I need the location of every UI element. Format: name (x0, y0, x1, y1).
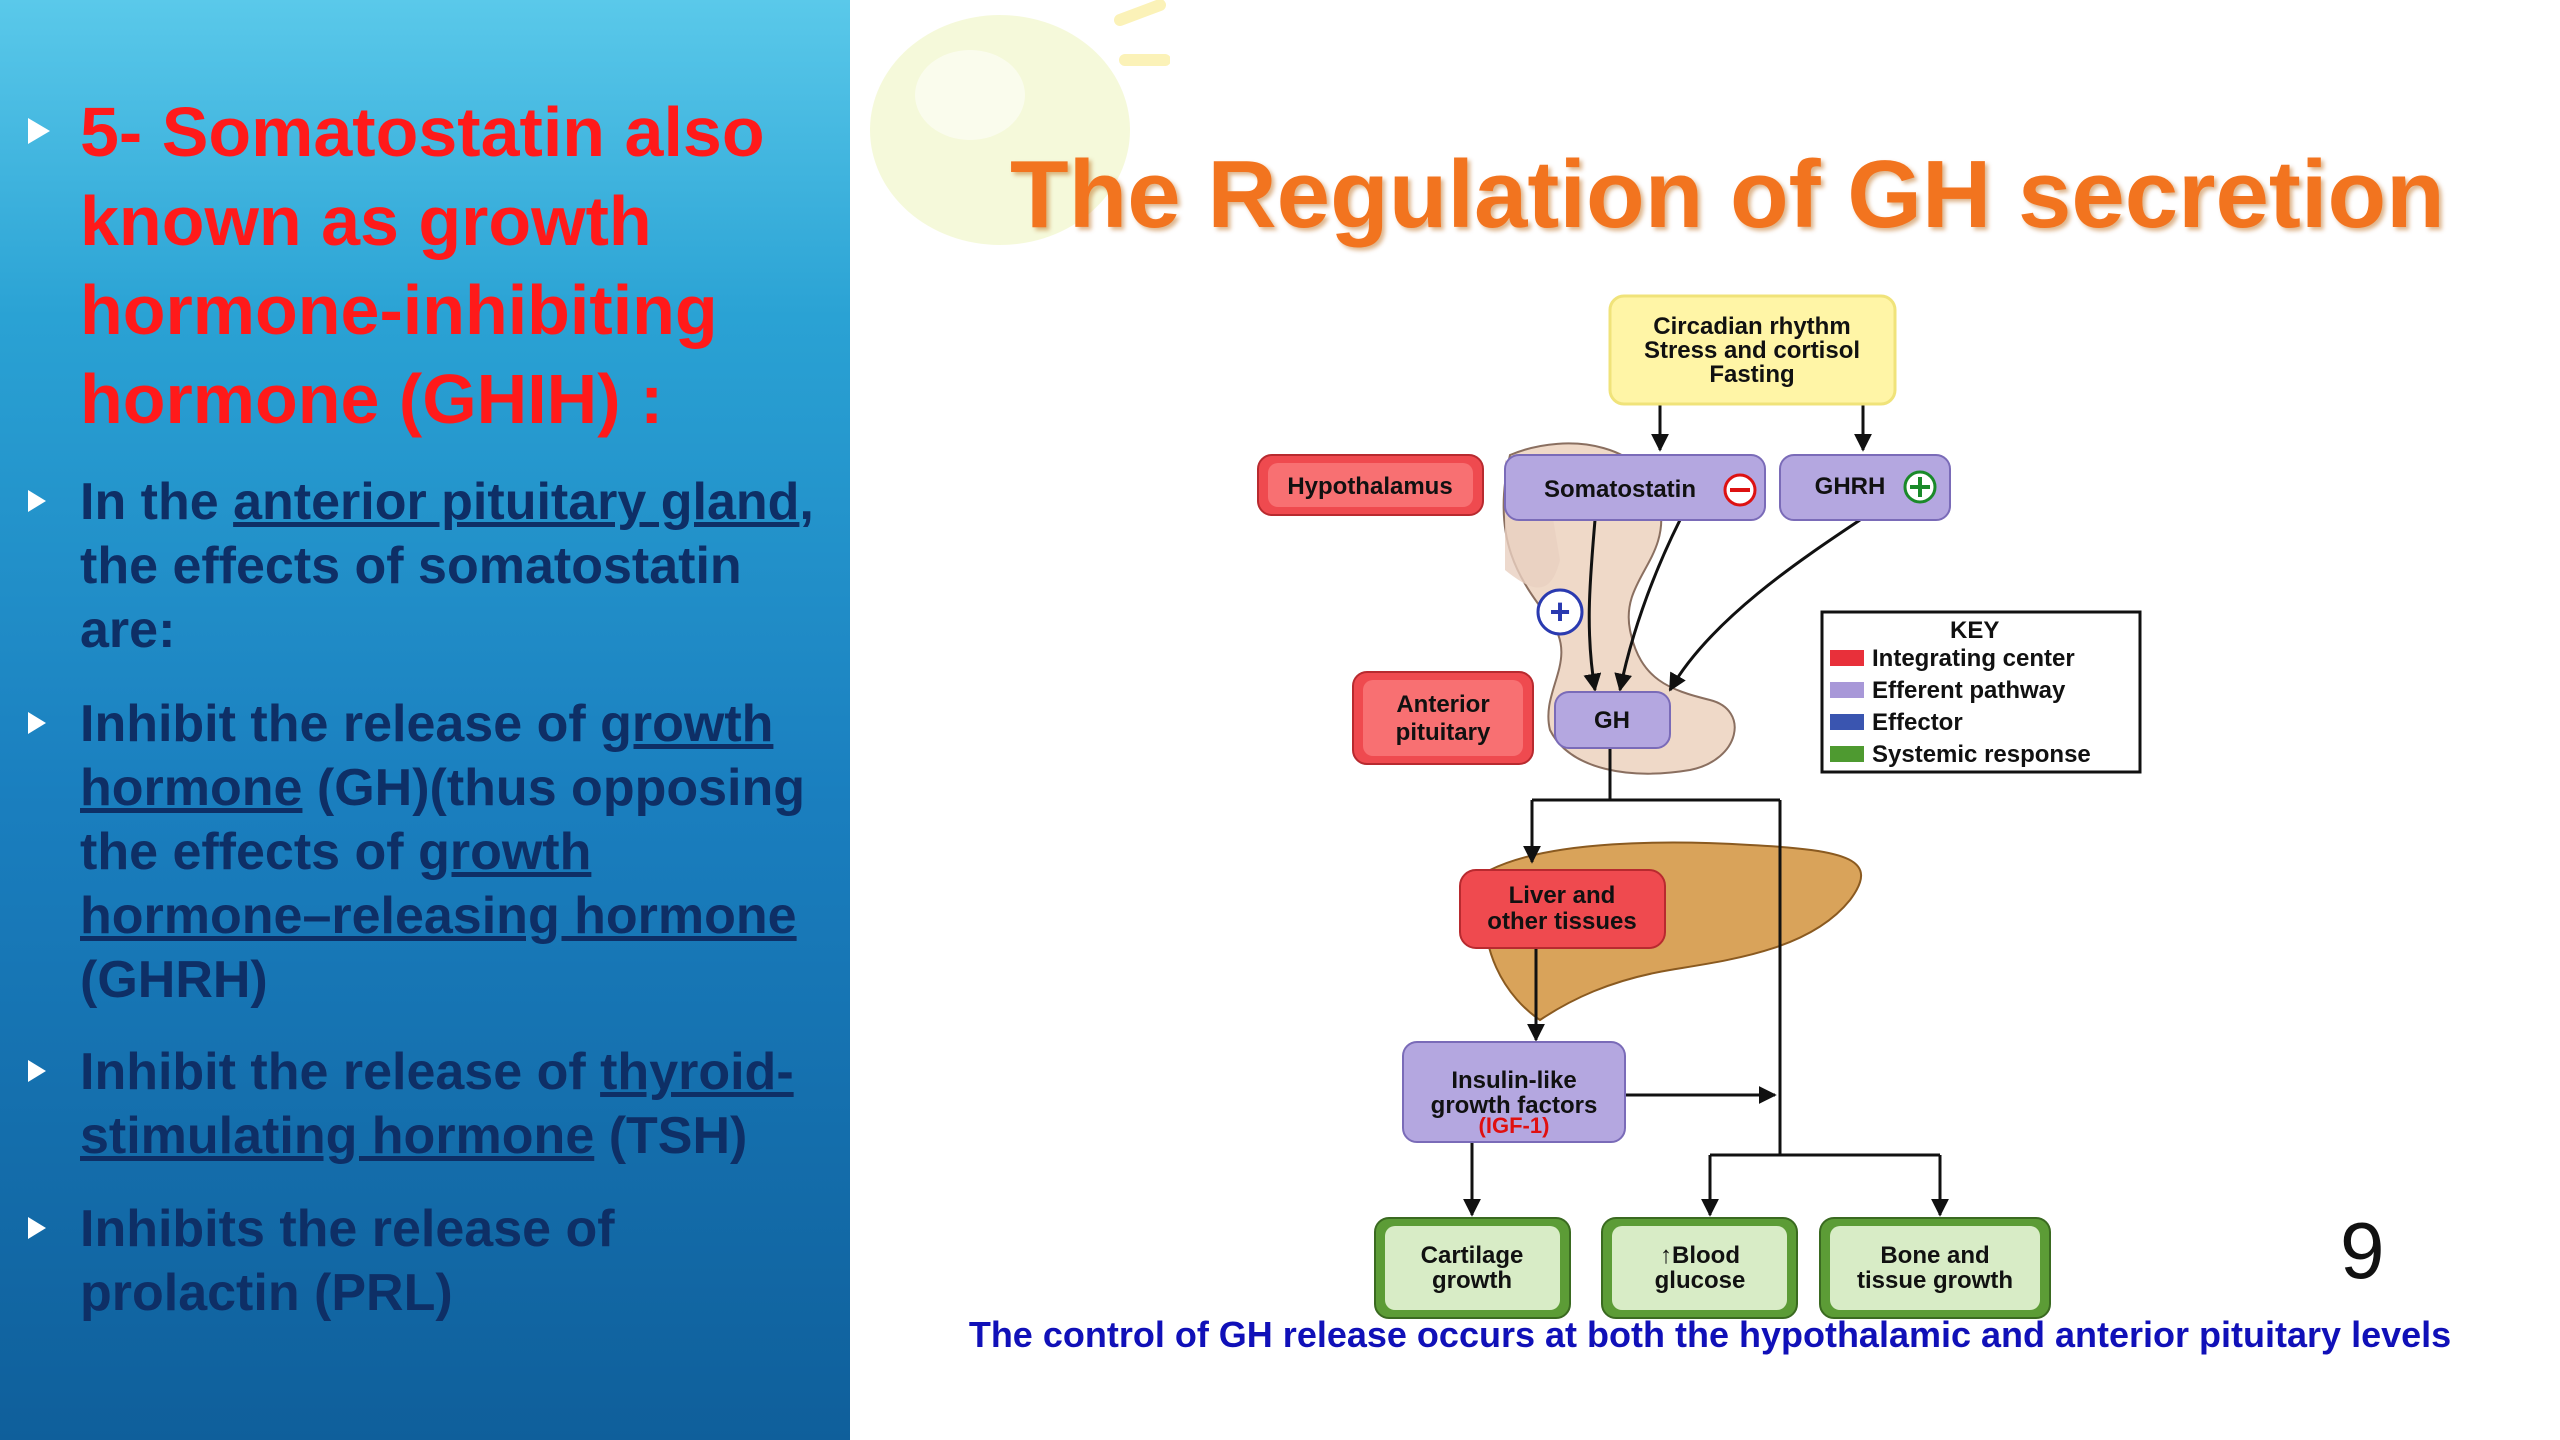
right-panel: The Regulation of GH secretion (850, 0, 2560, 1440)
link-growth-hormone[interactable]: growth hormone (80, 695, 774, 817)
stimulus-fasting: Fasting (1709, 361, 1794, 388)
bullet-anterior-pituitary: In the anterior pituitary gland, the eff… (28, 470, 848, 662)
somatostatin-box: Somatostatin (1504, 454, 1766, 521)
bullet-arrow-icon (28, 1217, 46, 1239)
heading-text: 5- Somatostatin also known as growth hor… (80, 93, 765, 438)
igf-label-line2: growth factors (1431, 1092, 1598, 1119)
cartilage-label-line1: Cartilage (1421, 1242, 1524, 1269)
page-number: 9 (2340, 1206, 2385, 1295)
anterior-label: Anterior (1396, 691, 1489, 718)
plus-sign: + (1549, 591, 1570, 632)
diagram-caption: The control of GH release occurs at both… (968, 1314, 2452, 1355)
link-thyroid-stimulating-hormone[interactable]: thyroid-stimulating hormone (80, 1043, 794, 1165)
bullet-text-part: (GH)(thus opposing the effects of (80, 759, 806, 881)
diagram-arrows (1463, 405, 1949, 1217)
bullet-text: Inhibit the release of growth hormone (G… (80, 692, 840, 1012)
igf-label-line1: Insulin-like (1451, 1067, 1576, 1094)
ghrh-label: GHRH (1815, 473, 1886, 500)
igf-box: Insulin-like growth factors (IGF-1) (1402, 1041, 1626, 1143)
link-anterior-pituitary-gland[interactable]: anterior pituitary gland (233, 473, 800, 531)
bone-label-line1: Bone and (1880, 1242, 1989, 1269)
stimulus-stress: Stress and cortisol (1644, 337, 1860, 364)
key-item-efferent: Efferent pathway (1872, 677, 2066, 704)
bullet-arrow-icon (28, 118, 50, 144)
blood-glucose-label-line1: ↑Blood (1660, 1242, 1740, 1269)
gh-label: GH (1594, 707, 1630, 734)
bullet-text-part: In the (80, 473, 234, 531)
blood-glucose-box: ↑Blood glucose (1601, 1217, 1798, 1319)
key-title: KEY (1950, 617, 1999, 644)
liver-box: Liver and other tissues (1459, 869, 1666, 949)
key-item-systemic: Systemic response (1872, 741, 2091, 768)
key-swatch-systemic (1830, 746, 1864, 762)
cartilage-label-line2: growth (1432, 1267, 1512, 1294)
key-swatch-effector (1830, 714, 1864, 730)
link-growth-hormone-releasing-hormone[interactable]: growth hormone–releasing hormone (80, 823, 797, 945)
left-panel: 5- Somatostatin also known as growth hor… (0, 0, 850, 1440)
key-swatch-integrating (1830, 650, 1864, 666)
bullet-arrow-icon (28, 712, 46, 734)
heading-bullet: 5- Somatostatin also known as growth hor… (28, 88, 848, 444)
slide-title: The Regulation of GH secretion (1010, 141, 2445, 248)
bullet-text-part: Inhibit the release of (80, 695, 601, 753)
key-legend: KEY Integrating center Efferent pathway … (1820, 610, 2142, 774)
hypothalamus-box: Hypothalamus (1257, 454, 1484, 516)
key-item-effector: Effector (1872, 709, 1963, 736)
blood-glucose-label-line2: glucose (1655, 1267, 1746, 1294)
bullet-inhibit-prl: Inhibits the release of prolactin (PRL) (28, 1197, 848, 1325)
igf-abbrev: (IGF-1) (1479, 1113, 1550, 1138)
liver-label-line1: Liver and (1509, 882, 1616, 909)
bullet-text: Inhibit the release of thyroid-stimulati… (80, 1040, 840, 1168)
ghrh-box: GHRH (1779, 454, 1951, 521)
bullet-arrow-icon (28, 1060, 46, 1082)
hypothalamus-label: Hypothalamus (1287, 473, 1452, 500)
bullet-arrow-icon (28, 490, 46, 512)
key-item-integrating: Integrating center (1872, 645, 2075, 672)
bullet-inhibit-tsh: Inhibit the release of thyroid-stimulati… (28, 1040, 848, 1168)
pituitary-label: pituitary (1396, 719, 1491, 746)
liver-label-line2: other tissues (1487, 908, 1636, 935)
stimulus-circadian: Circadian rhythm (1653, 313, 1850, 340)
bullet-text-part: (GHRH) (80, 951, 268, 1009)
stimulation-plus-icon: + (1536, 588, 1584, 636)
bullet-text: In the anterior pituitary gland, the eff… (80, 470, 840, 662)
bone-tissue-growth-box: Bone and tissue growth (1819, 1217, 2051, 1319)
bullet-text: Inhibits the release of prolactin (PRL) (80, 1200, 615, 1322)
bullet-text-part: Inhibit the release of (80, 1043, 601, 1101)
gh-box: GH (1554, 691, 1671, 749)
somatostatin-label: Somatostatin (1544, 476, 1696, 503)
bullet-text-part: , the effects of somatostatin are: (80, 473, 814, 659)
decorative-balloon-icon (870, 0, 1170, 245)
gh-regulation-diagram: Circadian rhythm Stress and cortisol Fas… (1257, 294, 2142, 1319)
key-swatch-efferent (1830, 682, 1864, 698)
bullet-text-part: (TSH) (594, 1107, 748, 1165)
anterior-pituitary-box: Anterior pituitary (1352, 671, 1534, 765)
bone-label-line2: tissue growth (1857, 1267, 2013, 1294)
cartilage-growth-box: Cartilage growth (1374, 1217, 1571, 1319)
stimuli-box: Circadian rhythm Stress and cortisol Fas… (1608, 294, 1897, 406)
bullet-inhibit-gh: Inhibit the release of growth hormone (G… (28, 692, 848, 1012)
